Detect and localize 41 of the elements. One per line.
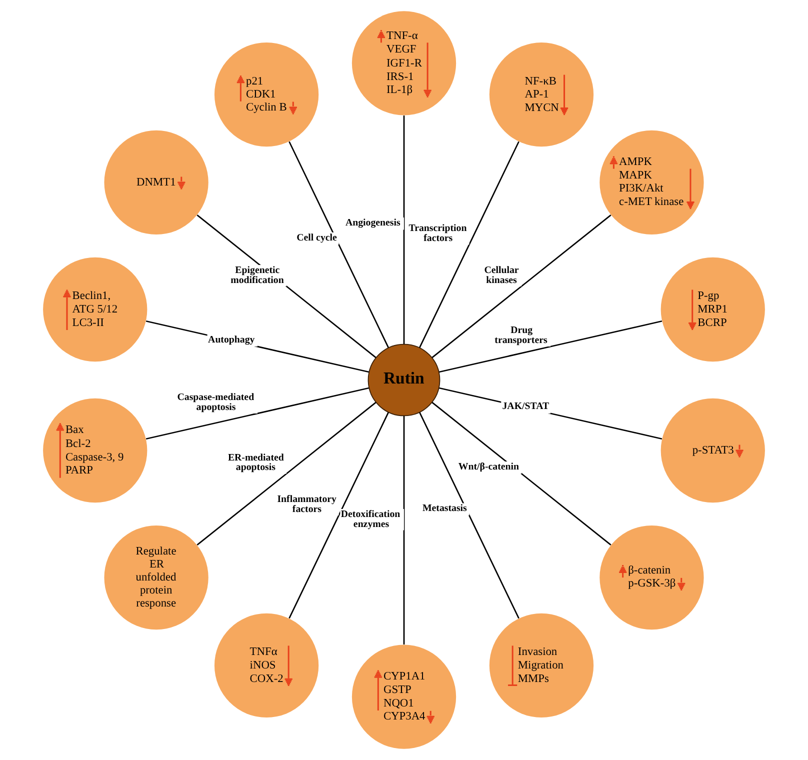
edge-label: ER-mediated apoptosis: [228, 452, 284, 474]
edge-label: Epigenetic modification: [230, 264, 284, 286]
connector: [146, 387, 370, 440]
connector: [432, 214, 612, 358]
node-circle: Beclin1, ATG 5/12 LC3-II: [43, 257, 148, 362]
edge-label: JAK/STAT: [502, 401, 550, 412]
node-circle: Rutin: [368, 344, 440, 416]
node-circle: CYP1A1 GSTP NQO1 CYP3A4: [352, 644, 456, 749]
edge-label: Drug transporters: [494, 325, 548, 346]
edge-label: Transcription factors: [408, 223, 467, 244]
edge-label: Angiogenesis: [345, 217, 400, 228]
connector: [438, 387, 662, 440]
edge-label: Autophagy: [208, 334, 255, 346]
node-circle: DNMT1: [104, 130, 208, 235]
edge-label: Wnt/β-catenin: [458, 461, 520, 472]
connector: [288, 141, 389, 348]
node-circle: AMPK MAPK PI3K/Akt c-MET kinase: [600, 130, 704, 235]
connector: [196, 214, 376, 358]
edge-label: Metastasis: [422, 503, 467, 514]
connector: [419, 141, 520, 348]
node-circle: NF-κB AP-1 MYCN: [489, 42, 594, 147]
connector: [438, 320, 662, 373]
node-circle: Invasion Migration MMPs: [489, 613, 594, 718]
connector: [403, 416, 405, 645]
node-circle: p-STAT3: [660, 398, 765, 503]
edge-label: Inflammatory factors: [277, 494, 336, 515]
connector: [196, 402, 376, 546]
node-circle: P-gp MRP1 BCRP: [660, 257, 765, 362]
edge-label: Cellular kinases: [484, 264, 519, 286]
node-circle: β-catenin p-GSK-3β: [600, 525, 704, 630]
edge-label: Cell cycle: [296, 232, 337, 244]
connector: [146, 320, 370, 373]
connector: [288, 412, 389, 619]
node-circle: TNF-α VEGF IGF1-R IRS-1 IL-1β: [352, 11, 456, 116]
node-circle: Regulate ER unfolded protein response: [104, 525, 208, 630]
node-circle: p21 CDK1 Cyclin B: [214, 42, 319, 147]
node-circle: Bax Bcl-2 Caspase-3, 9 PARP: [43, 398, 148, 503]
connector: [403, 115, 405, 344]
node-circle: TNFα iNOS COX-2: [214, 613, 319, 718]
edge-label: Caspase-mediated apoptosis: [177, 392, 254, 413]
edge-label: Detoxification enzymes: [340, 508, 400, 530]
